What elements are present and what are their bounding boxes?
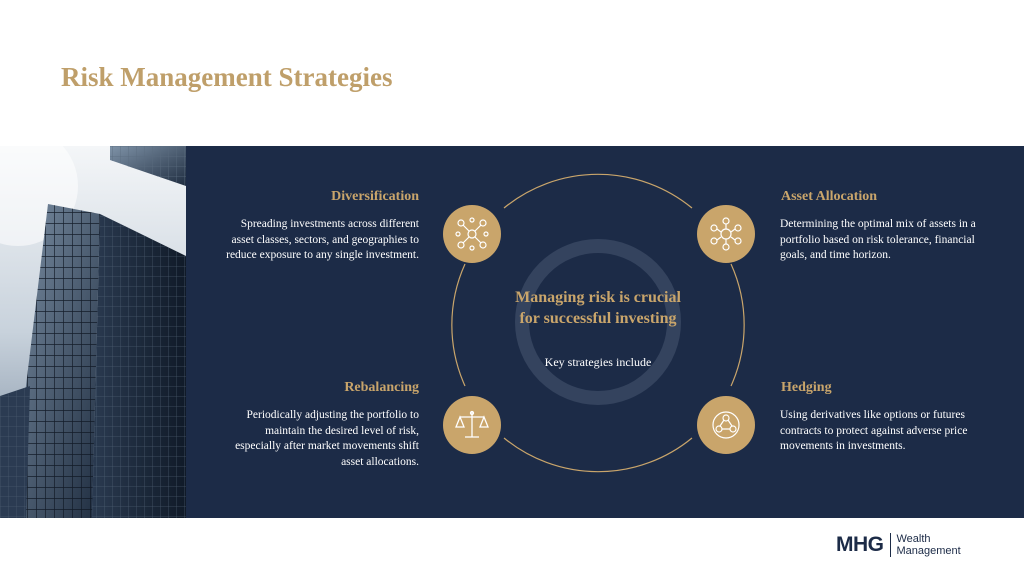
outer-arc-right xyxy=(730,263,745,387)
company-logo: MHG Wealth Management xyxy=(836,532,961,558)
asset-allocation-network-icon xyxy=(710,217,742,251)
hedging-network-icon xyxy=(712,411,740,439)
asset-allocation-title: Asset Allocation xyxy=(781,189,878,204)
inner-ring xyxy=(515,239,681,405)
diversification-title: Diversification xyxy=(331,189,419,204)
outer-arc-top xyxy=(503,173,693,209)
rebalancing-title: Rebalancing xyxy=(344,380,419,395)
logo-wordmark: Wealth Management xyxy=(897,533,961,557)
hedging-badge xyxy=(697,396,755,454)
diversification-description: Spreading investments across different a… xyxy=(226,218,419,262)
outer-arc-bottom xyxy=(503,437,693,473)
balance-scale-icon xyxy=(455,410,489,438)
hedging-description: Using derivatives like options or future… xyxy=(780,409,968,453)
logo-divider xyxy=(889,533,891,557)
rebalancing-badge xyxy=(443,396,501,454)
asset-allocation-badge xyxy=(697,205,755,263)
building-photo xyxy=(0,146,186,518)
asset-allocation-description: Determining the optimal mix of assets in… xyxy=(780,218,976,262)
hedging-title: Hedging xyxy=(781,380,832,395)
outer-arc-left xyxy=(451,263,466,387)
logo-line-1: Wealth xyxy=(896,533,931,545)
diversification-badge xyxy=(443,205,501,263)
slide-title: Risk Management Strategies xyxy=(61,62,393,92)
strategy-cycle-diagram xyxy=(451,173,745,473)
strategies-panel: Diversification Spreading investments ac… xyxy=(186,146,1024,518)
rebalancing-description: Periodically adjusting the portfolio to … xyxy=(235,409,419,468)
logo-mark: MHG xyxy=(836,533,884,556)
diversification-network-icon xyxy=(455,217,489,251)
center-heading: Managing risk is crucial for successful … xyxy=(515,289,681,327)
center-subtext: Key strategies include xyxy=(544,355,652,369)
building-illustration xyxy=(0,146,186,518)
logo-line-2: Management xyxy=(896,545,961,557)
